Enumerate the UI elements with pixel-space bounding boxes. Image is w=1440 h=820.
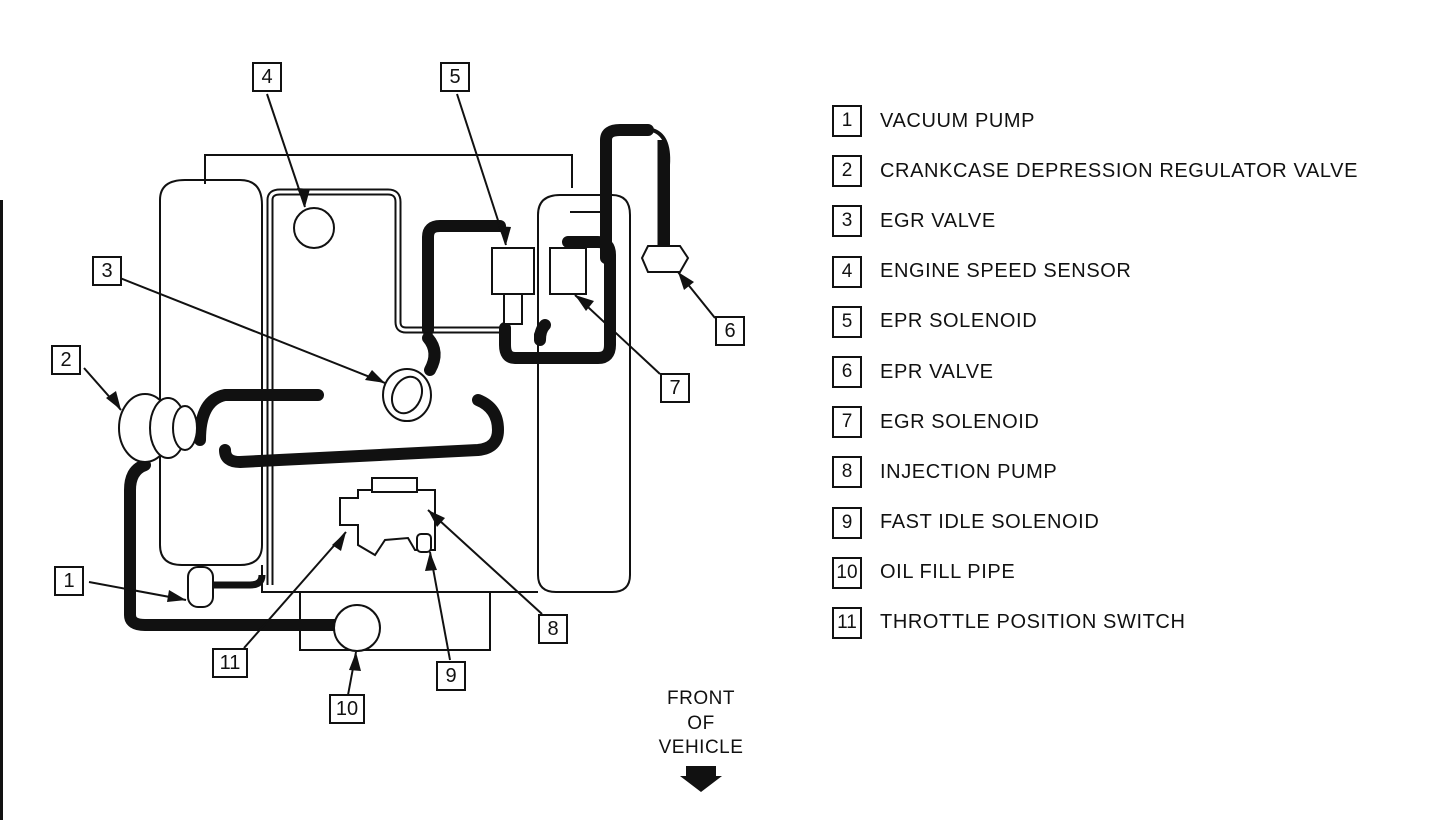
hose-epr-valve bbox=[534, 319, 551, 346]
page-edge-line bbox=[0, 200, 3, 820]
epr-solenoid bbox=[491, 247, 535, 295]
hose-egr bbox=[422, 220, 506, 336]
legend-number: 8 bbox=[832, 456, 862, 489]
legend-item: 3 EGR VALVE bbox=[832, 196, 1358, 246]
valve-cover-left bbox=[159, 179, 263, 566]
front-line-1: FRONT bbox=[667, 688, 735, 709]
legend-label: OIL FILL PIPE bbox=[880, 561, 1016, 584]
legend-number: 5 bbox=[832, 305, 862, 338]
legend-item: 5 EPR SOLENOID bbox=[832, 297, 1358, 347]
vacuum-pump bbox=[187, 566, 214, 608]
hose-vacuum bbox=[124, 459, 346, 631]
legend-item: 7 EGR SOLENOID bbox=[832, 397, 1358, 447]
legend-number: 11 bbox=[832, 606, 862, 639]
legend: 1 VACUUM PUMP 2 CRANKCASE DEPRESSION REGUL… bbox=[832, 96, 1358, 648]
legend-number: 9 bbox=[832, 506, 862, 539]
front-arrow-icon bbox=[680, 766, 722, 792]
hose-crankcase-lower bbox=[219, 394, 504, 468]
callout-5: 5 bbox=[440, 62, 470, 92]
engine-lower-outline bbox=[261, 565, 538, 593]
engine-block bbox=[204, 154, 573, 188]
legend-number: 2 bbox=[832, 155, 862, 188]
legend-label: CRANKCASE DEPRESSION REGULATOR VALVE bbox=[880, 159, 1359, 182]
hose-crankcase bbox=[194, 389, 324, 446]
legend-label: EPR VALVE bbox=[880, 360, 994, 383]
callout-3: 3 bbox=[92, 256, 122, 286]
legend-item: 1 VACUUM PUMP bbox=[832, 96, 1358, 146]
callout-11: 11 bbox=[212, 648, 248, 678]
legend-number: 6 bbox=[832, 356, 862, 389]
engine-speed-sensor bbox=[293, 207, 335, 249]
legend-label: EGR SOLENOID bbox=[880, 410, 1040, 433]
thin-tube-pump bbox=[212, 574, 266, 589]
callout-8: 8 bbox=[538, 614, 568, 644]
hose-egr-drop bbox=[422, 332, 441, 376]
callout-6: 6 bbox=[715, 316, 745, 346]
callout-10: 10 bbox=[329, 694, 365, 724]
legend-number: 10 bbox=[832, 556, 862, 589]
legend-label: EGR VALVE bbox=[880, 209, 996, 232]
legend-item: 8 INJECTION PUMP bbox=[832, 447, 1358, 497]
valve-cover-right bbox=[537, 194, 631, 593]
legend-item: 9 FAST IDLE SOLENOID bbox=[832, 498, 1358, 548]
injection-pump bbox=[339, 489, 436, 557]
front-of-vehicle-label: FRONT OF VEHICLE bbox=[640, 687, 762, 761]
callout-2: 2 bbox=[51, 345, 81, 375]
legend-number: 7 bbox=[832, 406, 862, 439]
legend-label: THROTTLE POSITION SWITCH bbox=[880, 611, 1186, 634]
callout-1: 1 bbox=[54, 566, 84, 596]
legend-number: 1 bbox=[832, 105, 862, 138]
legend-label: EPR SOLENOID bbox=[880, 310, 1038, 333]
callout-9: 9 bbox=[436, 661, 466, 691]
legend-item: 2 CRANKCASE DEPRESSION REGULATOR VALVE bbox=[832, 146, 1358, 196]
front-line-3: VEHICLE bbox=[658, 737, 744, 758]
legend-item: 10 OIL FILL PIPE bbox=[832, 548, 1358, 598]
epr-valve bbox=[640, 245, 690, 273]
fast-idle-solenoid bbox=[416, 533, 432, 553]
legend-label: INJECTION PUMP bbox=[880, 460, 1058, 483]
legend-item: 11 THROTTLE POSITION SWITCH bbox=[832, 598, 1358, 648]
legend-label: ENGINE SPEED SENSOR bbox=[880, 260, 1132, 283]
legend-number: 3 bbox=[832, 205, 862, 238]
callout-7: 7 bbox=[660, 373, 690, 403]
egr-solenoid bbox=[549, 247, 587, 295]
legend-item: 6 EPR VALVE bbox=[832, 347, 1358, 397]
legend-number: 4 bbox=[832, 255, 862, 288]
front-line-2: OF bbox=[687, 712, 715, 734]
hose-epr-up bbox=[600, 124, 654, 264]
oil-fill-pipe bbox=[333, 604, 381, 652]
legend-label: FAST IDLE SOLENOID bbox=[880, 511, 1100, 534]
legend-item: 4 ENGINE SPEED SENSOR bbox=[832, 247, 1358, 297]
legend-label: VACUUM PUMP bbox=[880, 109, 1036, 132]
callout-4: 4 bbox=[252, 62, 282, 92]
